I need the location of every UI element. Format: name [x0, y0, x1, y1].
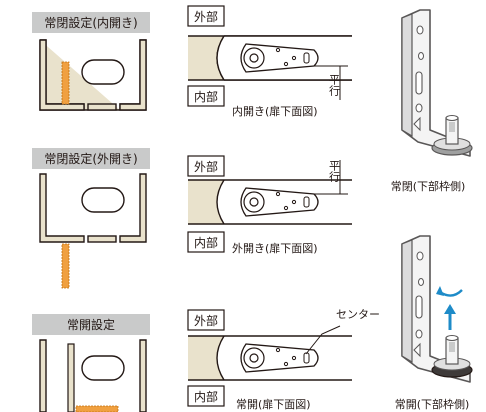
frame-view-inward: 常閉設定(内開き) [32, 12, 150, 111]
setting-tab-inward-label: 常閉設定(内開き) [44, 15, 137, 30]
setting-tab-open-label: 常開設定 [67, 317, 115, 332]
door-leaf [61, 243, 70, 289]
floor-hinge-pocket [81, 187, 125, 213]
pivot-center [249, 53, 259, 63]
inside-label: 内部 [194, 389, 218, 404]
frame-threshold [87, 235, 117, 243]
inside-label: 内部 [194, 89, 218, 104]
plan-view-inward: 外部 平行 内部 内開き(扉下面図) [187, 5, 352, 118]
outside-label: 外部 [194, 313, 218, 328]
outside-label-box [187, 5, 225, 27]
center-label: センター [336, 308, 380, 321]
bracket-closed-illustration: 常閉(下部枠側) [391, 9, 473, 193]
frame-view-outward: 常閉設定(外開き) [32, 148, 150, 289]
plan-caption: 外開き(扉下面図) [232, 242, 318, 255]
door-arc [216, 179, 225, 225]
frame-right-wall [139, 339, 147, 412]
inside-label: 内部 [194, 235, 218, 250]
frame-left-wall [39, 339, 47, 412]
frame-threshold [87, 103, 117, 111]
setting-tab-outward-label: 常閉設定(外開き) [44, 151, 137, 166]
inside-label-box [187, 85, 225, 107]
pivot-center [249, 197, 259, 207]
parallel-label: 平行 [328, 160, 341, 183]
floor-hinge-pocket [81, 355, 125, 381]
bracket-caption: 常閉(下部枠側) [391, 179, 466, 193]
frame-left-wall [39, 173, 85, 243]
frame-jamb [67, 343, 75, 412]
inside-label-box [187, 385, 225, 407]
inside-label-box [187, 231, 225, 253]
plan-caption: 内開き(扉下面図) [232, 104, 318, 118]
frame-right-wall [119, 39, 147, 111]
plan-caption: 常開(扉下面図) [236, 398, 311, 411]
bracket-caption: 常開(下部枠側) [395, 397, 470, 411]
plan-view-outward: 外部 平行 内部 外開き(扉下面図) [187, 155, 352, 255]
outside-label-box [187, 155, 225, 177]
plan-view-open: 外部 センター 内部 常開(扉下面図) [187, 308, 380, 411]
floor-hinge-pocket [81, 59, 125, 85]
parallel-label: 平行 [328, 74, 341, 97]
door-leaf [75, 405, 119, 412]
outside-label: 外部 [194, 9, 218, 24]
frame-left-wall [39, 39, 85, 111]
setting-tab-open [32, 314, 150, 335]
frame-right-wall [119, 173, 147, 243]
door-leaf [61, 61, 70, 105]
pivot-center [249, 353, 259, 363]
setting-tab-inward [32, 12, 150, 33]
outside-label: 外部 [194, 159, 218, 174]
door-arc [216, 335, 225, 381]
setting-tab-outward [32, 148, 150, 169]
bracket-open-illustration: 常開(下部枠側) [395, 235, 473, 411]
frame-view-open: 常開設定 [32, 314, 150, 412]
center-leader [305, 325, 341, 355]
outside-label-box [187, 309, 225, 331]
